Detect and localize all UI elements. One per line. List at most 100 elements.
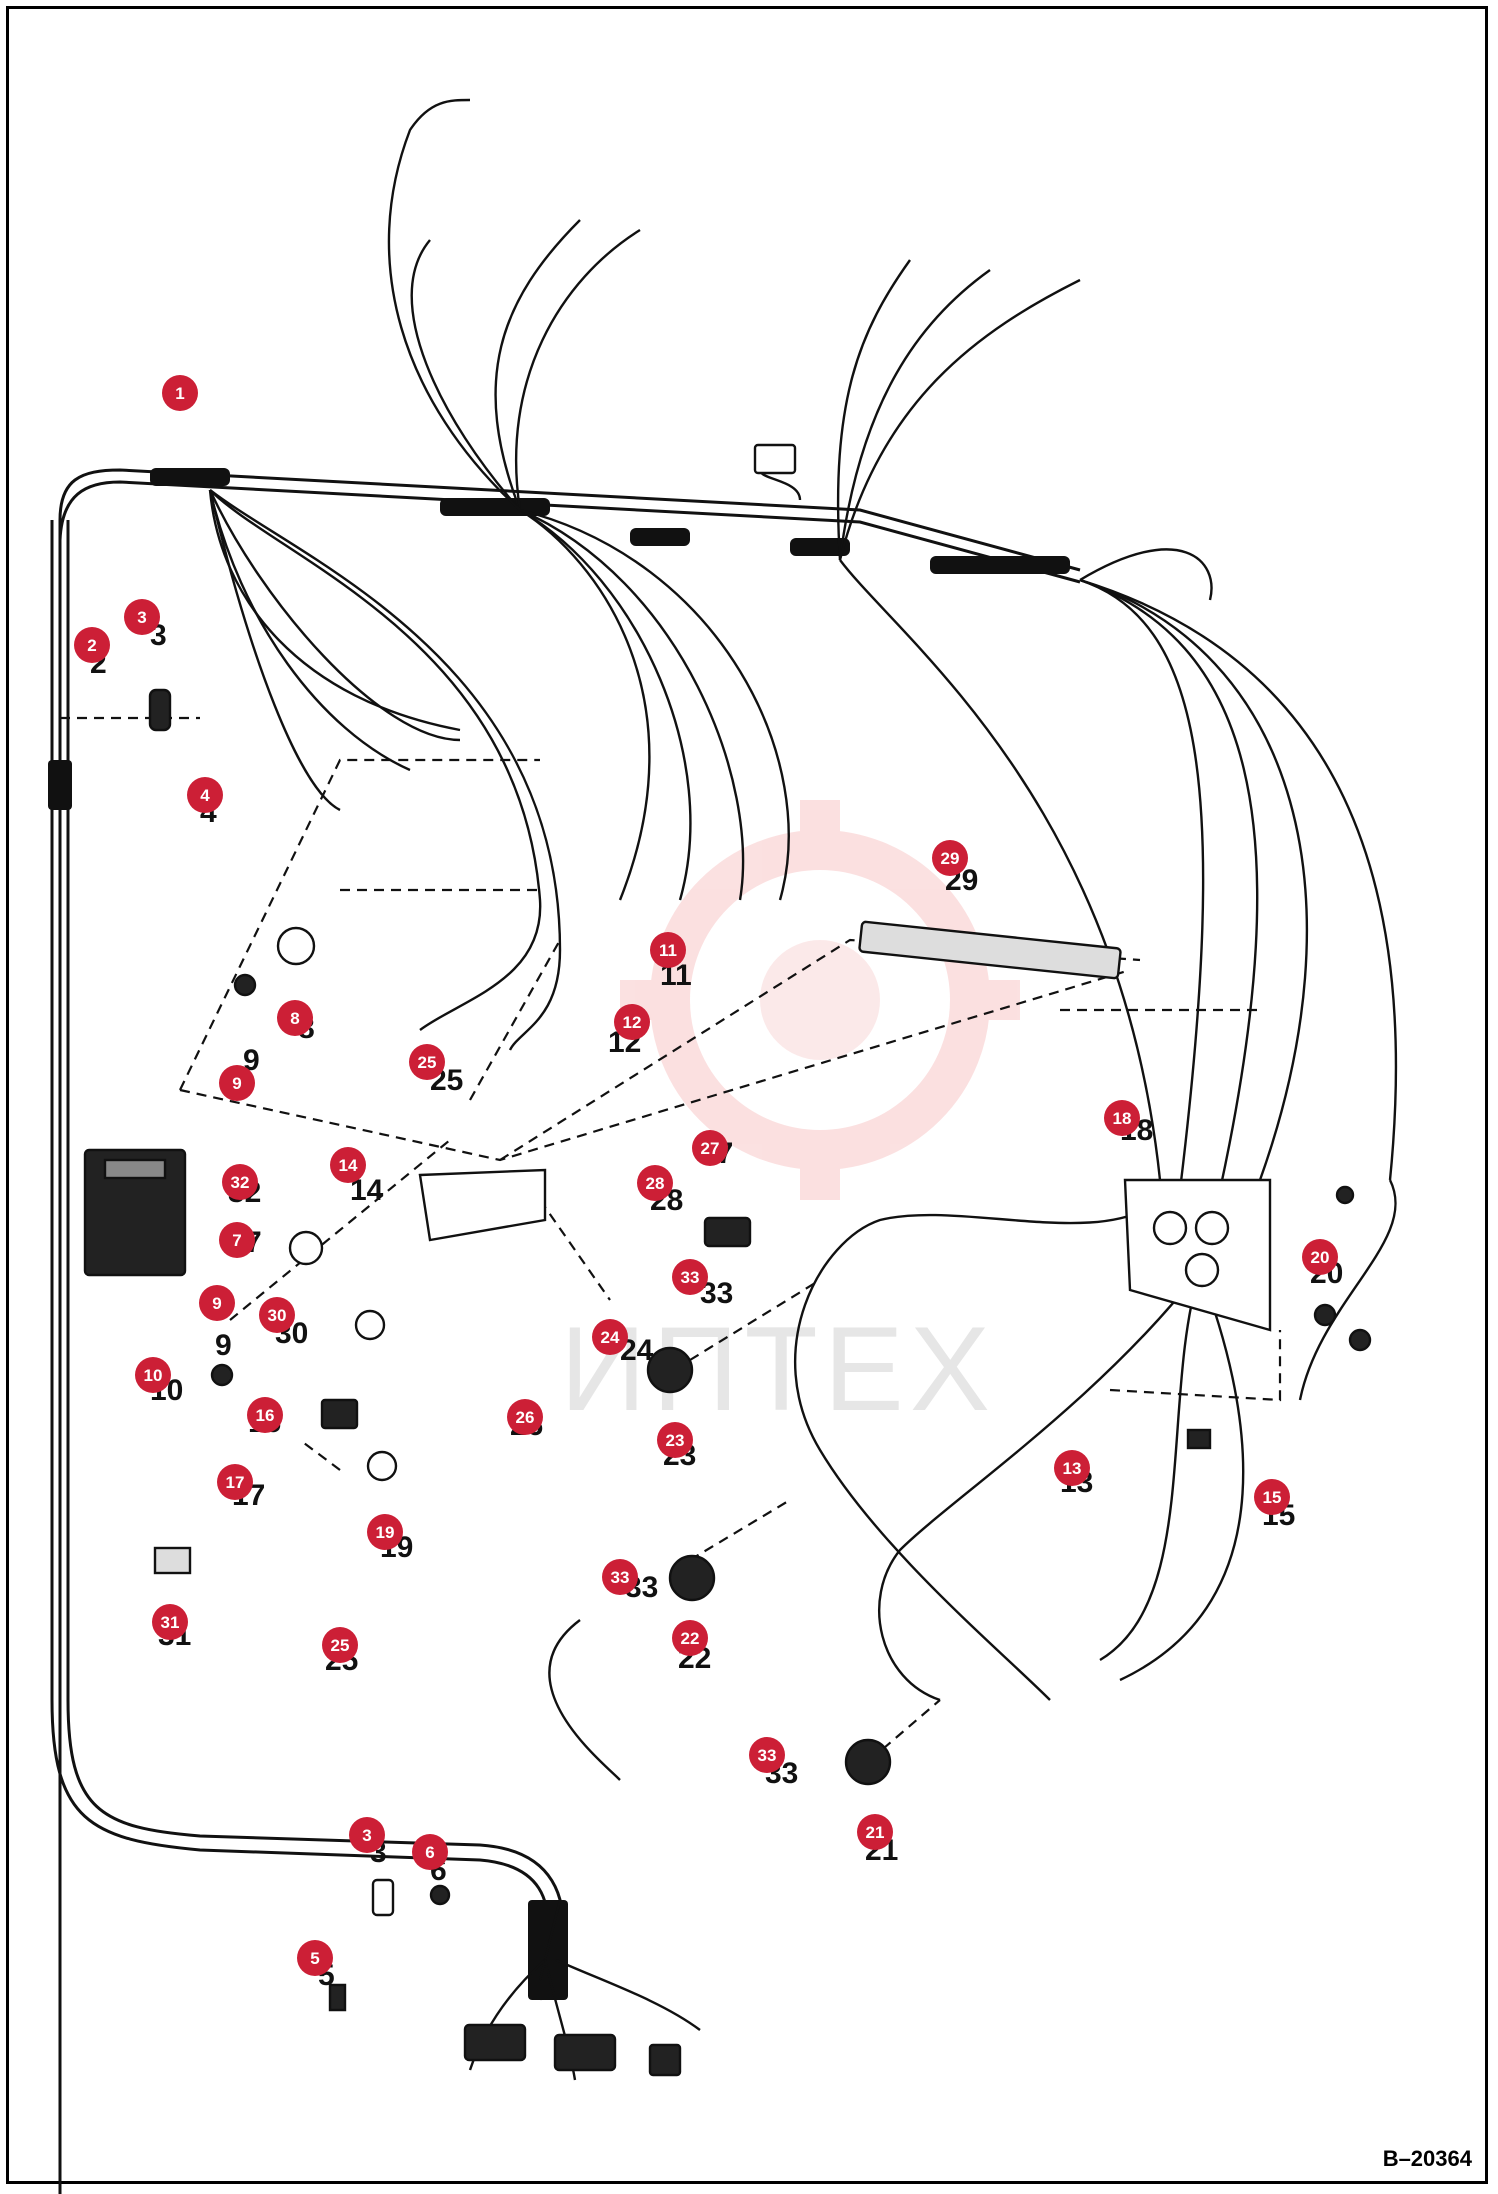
knob-30-icon [354,1309,386,1341]
svg-text:10: 10 [144,1366,163,1385]
callout-marker[interactable]: 19 [367,1514,403,1550]
svg-text:3: 3 [137,608,146,627]
svg-text:27: 27 [701,1139,720,1158]
svg-text:8: 8 [290,1009,299,1028]
callout-marker[interactable]: 1 [162,375,198,411]
plug-1-icon [463,2023,527,2062]
callout-marker[interactable]: 16 [247,1397,283,1433]
callout-marker[interactable]: 3 [124,599,160,635]
callout-marker[interactable]: 18 [1104,1100,1140,1136]
fastener-3-icon [371,1878,395,1917]
svg-text:31: 31 [161,1613,180,1632]
callout-marker[interactable]: 26 [507,1399,543,1435]
knob-7-icon [288,1230,324,1266]
callout-marker[interactable]: 13 [1054,1450,1090,1486]
callout-marker[interactable]: 21 [857,1814,893,1850]
callout-marker[interactable]: 4 [187,777,223,813]
callout-marker[interactable]: 33 [602,1559,638,1595]
callout-marker[interactable]: 20 [1302,1239,1338,1275]
svg-text:4: 4 [200,786,210,805]
callout-marker[interactable]: 3 [349,1817,385,1853]
svg-text:7: 7 [232,1231,241,1250]
callout-marker[interactable]: 17 [217,1464,253,1500]
callout-marker[interactable]: 28 [637,1165,673,1201]
callout-marker[interactable]: 23 [657,1422,693,1458]
connector-20-icon [1335,1185,1355,1205]
svg-text:32: 32 [231,1173,250,1192]
svg-text:17: 17 [226,1473,245,1492]
callout-marker[interactable]: 9 [219,1065,255,1101]
callout-marker[interactable]: 15 [1254,1479,1290,1515]
watermark-gear-icon [620,800,1020,1200]
svg-text:33: 33 [758,1746,777,1765]
callout-marker[interactable]: 25 [322,1627,358,1663]
svg-text:2: 2 [87,636,96,655]
part-number: 9 [215,1329,232,1362]
callout-marker[interactable]: 27 [692,1130,728,1166]
light-bar-icon [858,920,1122,980]
callout-marker[interactable]: 31 [152,1604,188,1640]
branch-wires [208,98,1398,1191]
clip-15-icon [1186,1428,1212,1450]
callout-marker[interactable]: 7 [219,1222,255,1258]
figure-id: B–20364 [1382,2146,1472,2171]
gauge-22-icon [668,1554,716,1602]
svg-text:16: 16 [256,1406,275,1425]
callout-marker[interactable]: 8 [277,1000,313,1036]
callout-marker[interactable]: 14 [330,1147,366,1183]
svg-text:23: 23 [666,1431,685,1450]
svg-text:19: 19 [376,1523,395,1542]
grommet-19-icon [366,1450,398,1482]
callout-marker[interactable]: 6 [412,1834,448,1870]
svg-text:29: 29 [941,849,960,868]
svg-text:26: 26 [516,1408,535,1427]
fuse-box-icon [83,1148,187,1277]
callout-marker[interactable]: 32 [222,1164,258,1200]
svg-text:33: 33 [681,1268,700,1287]
gauge-23-icon [646,1346,694,1394]
callout-marker[interactable]: 2 [74,627,110,663]
harness-corrugation [48,468,1070,2000]
callout-marker[interactable]: 12 [614,1004,650,1040]
callout-marker[interactable]: 9 [199,1285,235,1321]
callout-marker[interactable]: 24 [592,1319,628,1355]
svg-text:22: 22 [681,1629,700,1648]
svg-text:1: 1 [175,384,184,403]
svg-text:20: 20 [1311,1248,1330,1267]
lower-wire-loops [468,1179,1397,2081]
connector-top-icon [753,443,797,475]
svg-text:25: 25 [331,1636,350,1655]
callout-marker[interactable]: 29 [932,840,968,876]
grommet-8-icon [276,926,316,966]
bracket-31-icon [153,1546,192,1575]
svg-text:3: 3 [362,1826,371,1845]
svg-text:15: 15 [1263,1488,1282,1507]
svg-text:6: 6 [425,1843,434,1862]
callout-marker[interactable]: 22 [672,1620,708,1656]
svg-text:9: 9 [212,1294,221,1313]
callout-marker[interactable]: 5 [297,1940,333,1976]
callout-marker[interactable]: 30 [259,1297,295,1333]
svg-text:9: 9 [232,1074,241,1093]
svg-text:5: 5 [310,1949,319,1968]
callout-marker[interactable]: 10 [135,1357,171,1393]
callout-marker[interactable]: 33 [672,1259,708,1295]
callout-marker[interactable]: 25 [409,1044,445,1080]
svg-text:33: 33 [611,1568,630,1587]
dashed-assembly-lines [60,716,1282,1761]
plug-3-icon [648,2043,682,2077]
svg-text:13: 13 [1063,1459,1082,1478]
svg-text:25: 25 [418,1053,437,1072]
callout-markers: 1 2 3 4 8 9 11 12 25 29 18 32 14 7 28 27… [74,375,1338,1976]
svg-text:12: 12 [623,1013,642,1032]
svg-text:18: 18 [1113,1109,1132,1128]
svg-text:28: 28 [646,1174,665,1193]
plug-2-icon [553,2033,617,2072]
callout-marker[interactable]: 33 [749,1737,785,1773]
screw-5-icon [328,1983,347,2012]
svg-text:14: 14 [339,1156,358,1175]
components [83,443,1372,2077]
key-switch-icon [148,688,172,732]
svg-text:21: 21 [866,1823,885,1842]
callout-marker[interactable]: 11 [650,932,686,968]
